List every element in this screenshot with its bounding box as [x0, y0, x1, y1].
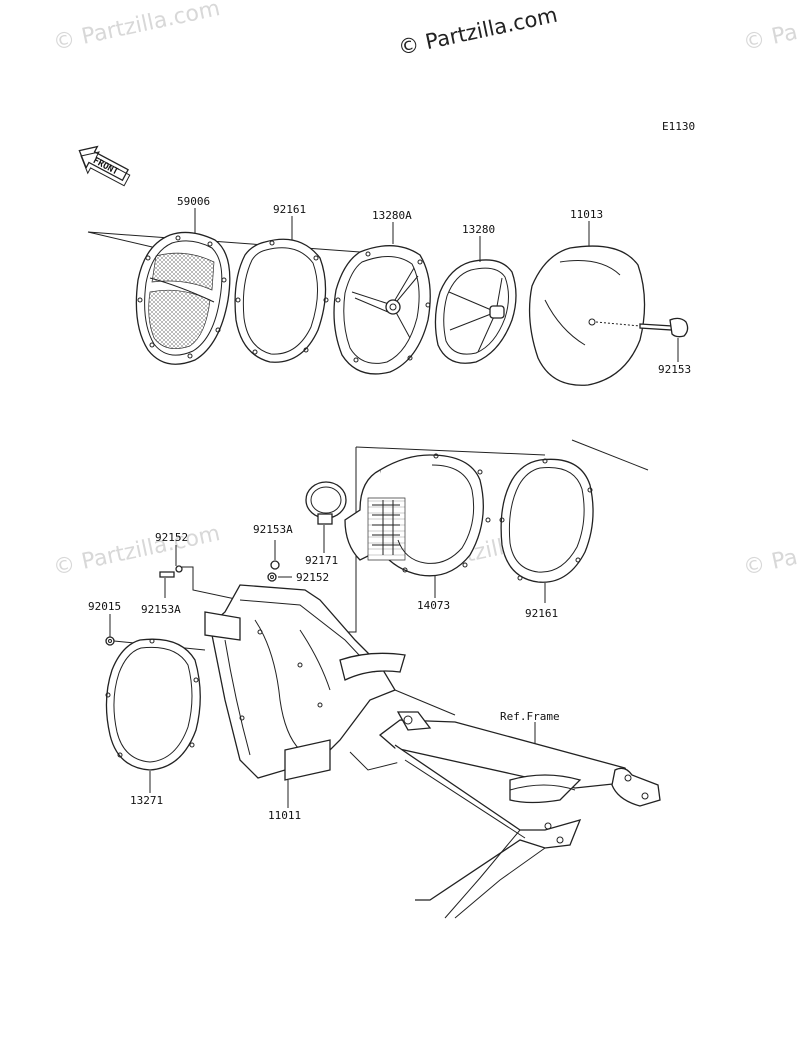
watermark-top-left: © Partzilla.com	[51, 0, 222, 56]
part-label-92015: 92015	[88, 600, 121, 613]
connector-airbox-frame-b	[349, 751, 409, 771]
alignment-line-mid-b	[571, 439, 649, 471]
part-label-13280A: 13280A	[372, 209, 412, 222]
part-13271-gasket	[105, 638, 201, 771]
ref-frame	[378, 711, 661, 919]
part-14073-duct	[344, 453, 491, 577]
watermark-mid-left: © Partzilla.com	[51, 521, 222, 581]
part-92015-nut	[105, 636, 115, 646]
part-11011-airbox	[204, 584, 406, 781]
watermark-top-right: © Pa	[741, 20, 800, 56]
part-92153A-bolt-center	[270, 560, 280, 570]
part-label-92171: 92171	[305, 554, 338, 567]
dashed-92153	[595, 321, 641, 327]
part-92161-gasket-top	[234, 238, 329, 363]
part-label-92161-lower: 92161	[525, 607, 558, 620]
part-label-92153-top: 92153	[658, 363, 691, 376]
part-92152-nut-left	[175, 565, 183, 573]
part-label-11013: 11013	[570, 208, 603, 221]
part-92152-nut-center	[267, 572, 277, 582]
part-label-11011: 11011	[268, 809, 301, 822]
part-92171-clamp	[305, 481, 347, 525]
part-13280A-plate	[333, 245, 431, 375]
diagram-code: E1130	[662, 120, 695, 133]
front-arrow-icon: FRONT	[78, 145, 131, 187]
part-label-14073: 14073	[417, 599, 450, 612]
part-label-92152-center: 92152	[296, 571, 329, 584]
watermark-mid-right: © Pa	[741, 545, 800, 581]
part-label-92153A-left: 92153A	[141, 603, 181, 616]
part-label-59006: 59006	[177, 195, 210, 208]
part-11013-cover	[528, 245, 646, 386]
part-92153A-bolt-left	[159, 571, 175, 578]
alignment-line-top-b	[87, 231, 361, 253]
watermark-main: © Partzilla.com	[396, 3, 560, 60]
part-label-13271: 13271	[130, 794, 163, 807]
connector-airbox-frame	[394, 689, 456, 716]
part-92161-gasket-lower	[499, 458, 594, 583]
part-label-ref-frame: Ref.Frame	[500, 710, 560, 723]
part-13280-frame	[434, 259, 517, 364]
part-label-92161-top: 92161	[273, 203, 306, 216]
alignment-line-mid-a	[355, 446, 546, 456]
part-label-13280: 13280	[462, 223, 495, 236]
part-59006-element	[135, 231, 231, 365]
part-label-92152-left: 92152	[155, 531, 188, 544]
connector-left-small	[182, 566, 241, 601]
part-label-92153A-center: 92153A	[253, 523, 293, 536]
part-92153-bolt-top	[639, 317, 689, 338]
